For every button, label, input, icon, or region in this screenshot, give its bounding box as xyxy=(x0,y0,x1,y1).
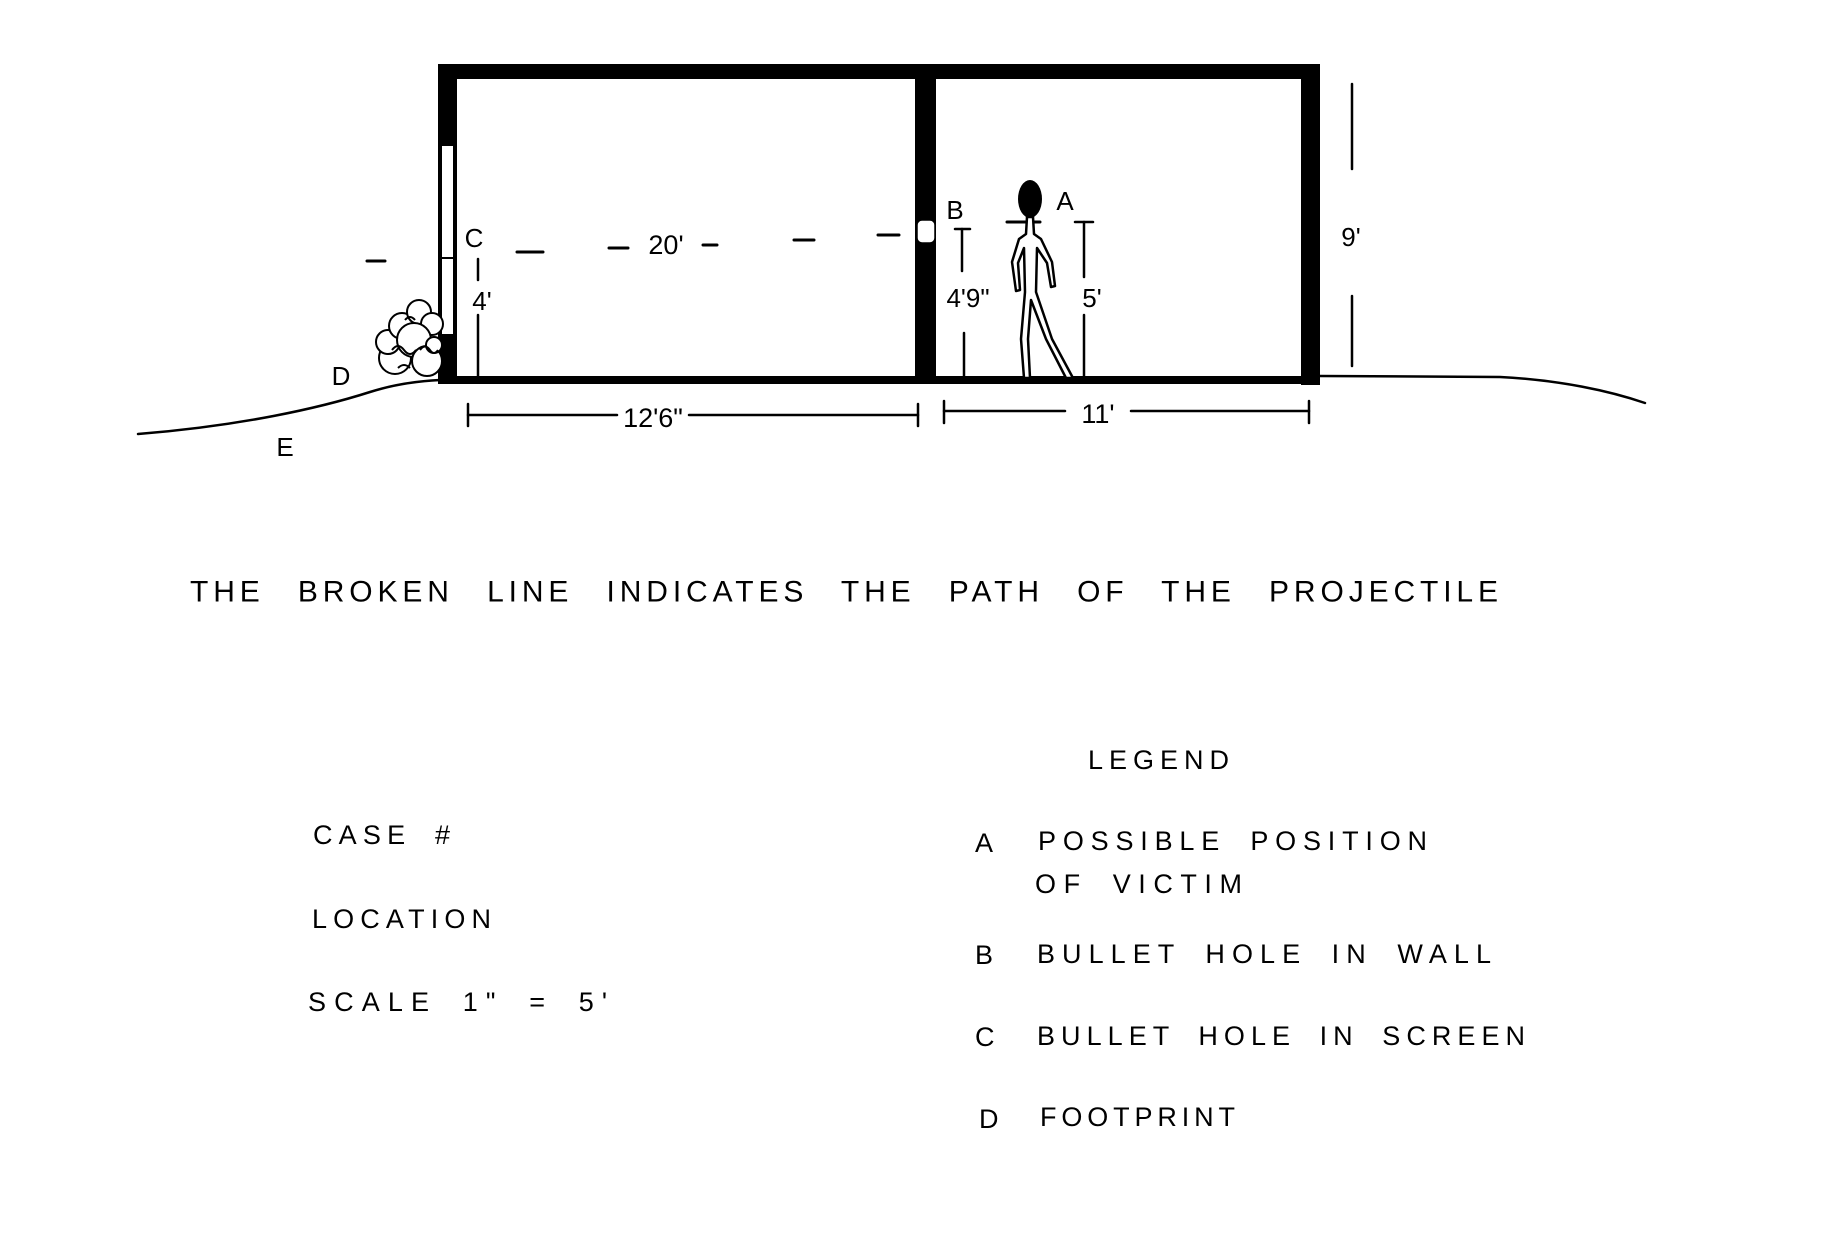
bush-scribble xyxy=(391,316,439,369)
floor xyxy=(438,376,1320,384)
house-section xyxy=(438,64,1320,385)
legend-item-b: B BULLET HOLE IN WALL xyxy=(975,939,1491,970)
bullet-hole-wall xyxy=(916,219,936,244)
right-room-width-dimension xyxy=(942,399,1311,425)
legend-item-d: D FOOTPRINT xyxy=(979,1102,1235,1134)
victim-figure xyxy=(1010,180,1075,380)
legend-text: FOOTPRINT xyxy=(1040,1102,1235,1132)
legend-text: POSSIBLE POSITION xyxy=(1038,826,1427,856)
right-wall xyxy=(1301,64,1320,385)
label-point-d: D xyxy=(332,361,351,391)
bush-clump xyxy=(425,336,443,354)
roof-beam xyxy=(438,64,1320,79)
ground xyxy=(136,374,1647,436)
ground-line-right xyxy=(1318,374,1647,405)
wall-height-value: 9' xyxy=(1341,222,1360,252)
legend-item-c: C BULLET HOLE IN SCREEN xyxy=(975,1021,1525,1052)
legend-key: C xyxy=(975,1022,995,1052)
height-a-value: 5' xyxy=(1082,283,1101,313)
height-b-value: 4'9" xyxy=(946,283,989,313)
label-point-a: A xyxy=(1056,186,1074,216)
height-dimension-b xyxy=(953,227,976,382)
legend-text: BULLET HOLE IN SCREEN xyxy=(1037,1021,1525,1051)
location-label: LOCATION xyxy=(312,904,491,934)
height-dimension-a xyxy=(1072,220,1097,382)
left-room-width-dimension xyxy=(466,402,920,428)
legend-text: BULLET HOLE IN WALL xyxy=(1037,939,1491,969)
right-room-width-value: 11' xyxy=(1081,399,1114,429)
legend-key: A xyxy=(975,828,993,858)
legend-text: OF VICTIM xyxy=(1035,869,1242,899)
left-room-width-value: 12'6" xyxy=(623,403,683,433)
ground-line-left xyxy=(136,378,442,436)
bush xyxy=(375,299,444,377)
legend-key: B xyxy=(975,940,993,970)
screen-panel xyxy=(440,144,455,336)
label-point-b: B xyxy=(946,195,963,225)
victim-head xyxy=(1018,180,1042,218)
legend-key: D xyxy=(979,1104,999,1134)
victim-body xyxy=(1010,215,1075,380)
screen-to-wall-distance: 20' xyxy=(648,230,683,260)
label-point-e: E xyxy=(276,432,293,462)
label-point-c: C xyxy=(465,223,484,253)
height-c-value: 4' xyxy=(472,286,491,316)
diagram-caption: THE BROKEN LINE INDICATES THE PATH OF TH… xyxy=(190,576,1498,609)
